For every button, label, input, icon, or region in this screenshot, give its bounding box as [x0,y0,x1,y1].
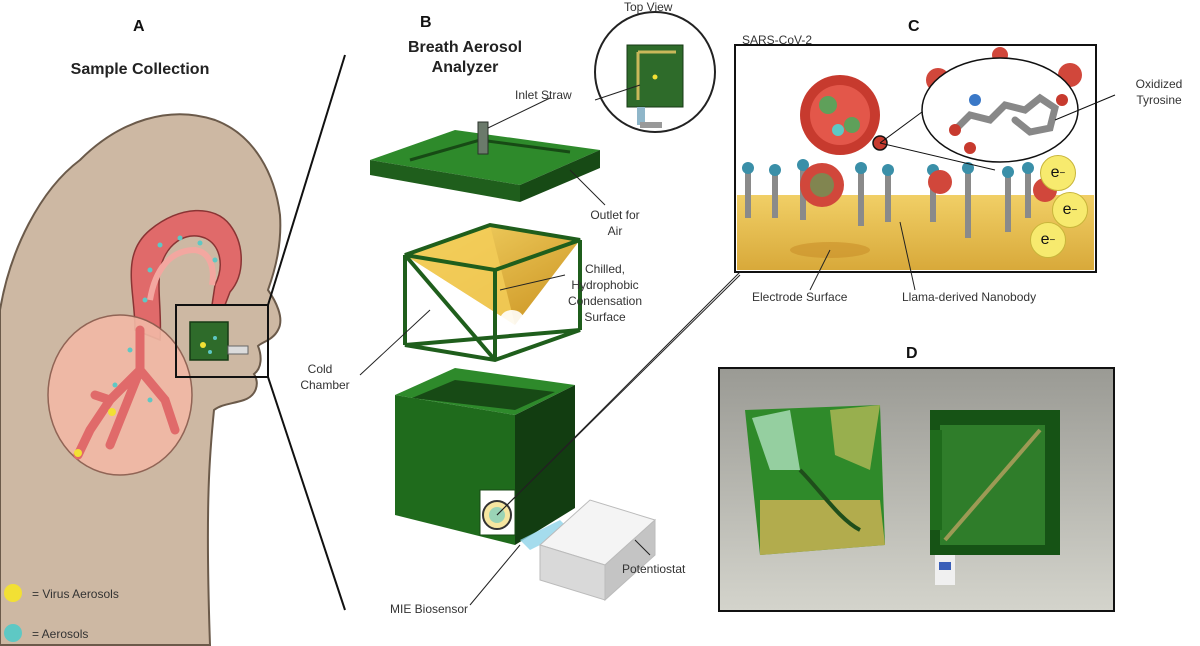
panel-label-a: A [133,18,145,35]
sars-cov-2-virus [800,75,880,155]
legend-aerosol-swatch [4,624,22,642]
chilled-label-line3: Condensation [567,294,643,308]
cold-chamber-frame [403,222,582,363]
outlet-label-line1: Outlet for [590,208,640,222]
zoom-line [267,376,346,611]
zoom-line [267,54,346,306]
chilled-label-line2: Hydrophobic [571,278,639,292]
panel-b-illustration [359,11,741,606]
mie-biosensor-label: MIE Biosensor [390,602,469,616]
virus-small [928,170,952,194]
electron-badge: e− [1052,192,1088,228]
photo-device-right [930,410,1060,585]
inlet-straw [477,121,489,155]
electron-badge: e− [1040,155,1076,191]
mini-device [189,321,229,361]
zoom-box [175,304,269,378]
tyrosine-molecule [949,93,1068,154]
cold-chamber-label-line1: Cold [307,362,333,376]
nanobody-heads [742,159,1034,178]
legend-virus-label: = Virus Aerosols [32,587,119,601]
chilled-label-line1: Chilled, [584,262,626,276]
electron-badge: e− [1030,222,1066,258]
legend-aerosol-label: = Aerosols [32,627,89,641]
potentiostat-label: Potentiostat [622,562,686,576]
sars-cov-2-label: SARS-CoV-2 [742,33,813,47]
bronchial-tree [73,325,180,460]
chilled-label-line4: Surface [584,310,626,324]
analyzer-title-line2: Analyzer [431,59,499,76]
panel-label-b: B [420,14,432,31]
panel-d-photo [718,367,1115,612]
virus-aerosol-dot [108,408,116,416]
sample-collection-title: Sample Collection [70,61,210,78]
panel-a-illustration [0,54,346,646]
top-view-label: Top View [624,0,673,14]
panel-label-d: D [906,345,918,362]
device-lid-top [370,130,600,185]
nanobody-label: Llama-derived Nanobody [902,290,1037,304]
outlet-label-line2: Air [607,224,623,238]
inlet-straw-label: Inlet Straw [515,88,572,102]
legend-virus-swatch [4,584,22,602]
cold-chamber-label-line2: Chamber [300,378,350,392]
panel-label-c: C [908,18,920,35]
oxidized-label-line1: Oxidized [1135,77,1183,91]
analyzer-title-line1: Breath Aerosol [407,39,523,56]
aerosol-dots [112,235,218,403]
electrode-surface-label: Electrode Surface [752,290,848,304]
oxidized-label-line2: Tyrosine [1136,93,1182,107]
panel-c-illustration [496,44,1116,516]
photo-device-left [745,405,885,555]
virus-aerosol-dot [74,449,82,457]
airway-inner [147,246,216,301]
